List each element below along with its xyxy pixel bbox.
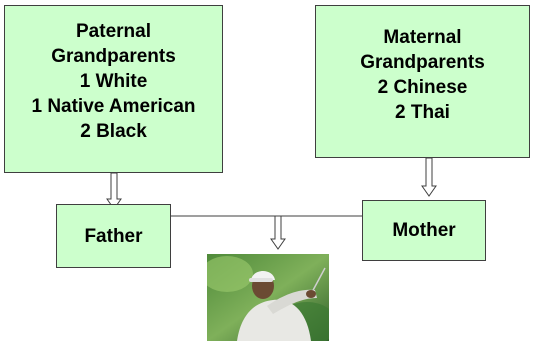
- arrow-maternal-to-mother: [421, 157, 437, 197]
- maternal-line-3: 2 Chinese: [377, 77, 468, 98]
- maternal-grandparents-box: Maternal Grandparents 2 Chinese 2 Thai: [315, 5, 530, 158]
- father-box: Father: [56, 204, 171, 268]
- mother-label: Mother: [392, 220, 456, 241]
- arrow-parents-to-child: [270, 215, 286, 250]
- father-label: Father: [84, 225, 143, 247]
- paternal-line-4: 1 Native American: [31, 96, 196, 117]
- paternal-line-3: 1 White: [79, 71, 148, 92]
- maternal-line-2: Grandparents: [360, 52, 485, 73]
- paternal-line-1: Paternal: [76, 21, 151, 42]
- maternal-line-1: Maternal: [383, 27, 462, 48]
- paternal-line-5: 2 Black: [80, 121, 147, 142]
- child-golfer-photo: [207, 254, 329, 341]
- paternal-line-2: Grandparents: [51, 46, 176, 67]
- maternal-line-4: 2 Thai: [395, 102, 450, 123]
- mother-box: Mother: [362, 200, 486, 261]
- paternal-grandparents-box: Paternal Grandparents 1 White 1 Native A…: [4, 5, 223, 173]
